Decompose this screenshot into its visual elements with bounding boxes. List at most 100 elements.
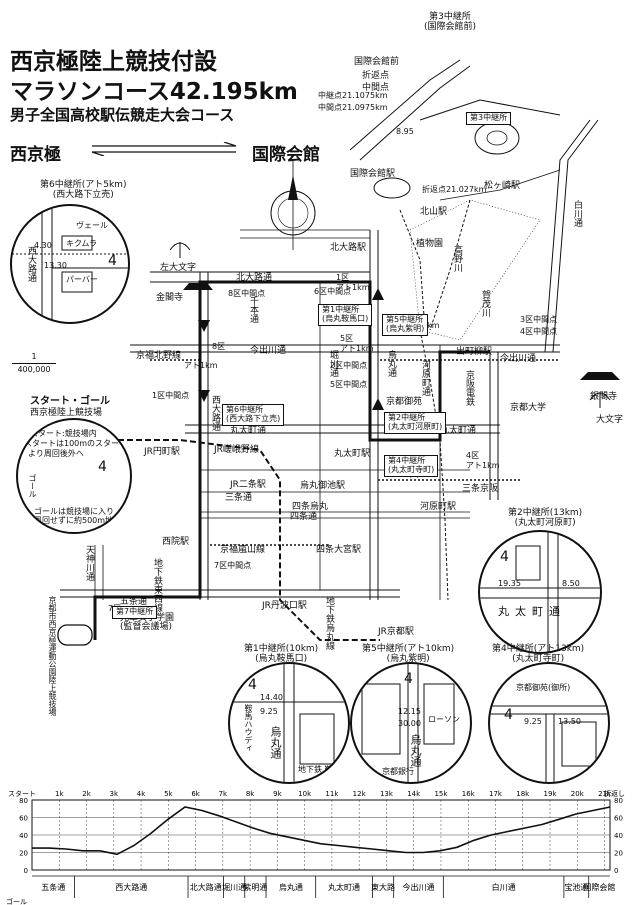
profile-start-label: スタート (8, 789, 36, 798)
profile-km-label: 5k (164, 790, 173, 798)
profile-km-label: 14k (407, 790, 421, 798)
profile-segment-label: 白川通 (492, 882, 516, 892)
relay3-sub: (国際会館前) (424, 22, 477, 33)
c6-detail: 4 4.30 13.30 西大路通 キクムラ パーバー ヴェール (10, 204, 130, 324)
c5-shop: ローソン (428, 715, 460, 724)
c1-title: 第1中継所(10km)(烏丸鞍馬口) (244, 644, 319, 665)
profile-km-label: 15k (434, 790, 448, 798)
label-daimonji: 大文字 (596, 415, 624, 425)
label-shirakawa: 白川通 (572, 200, 582, 227)
mid-dist: 中間点21.0975km (318, 103, 388, 112)
label-imadegawa: 今出川通 (250, 346, 287, 356)
c1-bldg: 鞍馬ハウディ (244, 704, 253, 752)
marker-k8: 8区中間点 (228, 289, 266, 298)
marker-k4-2: 4区 (466, 451, 480, 460)
profile-km-label: 2k (82, 790, 91, 798)
label-saiin: 西院駅 (162, 537, 190, 547)
label-matsugasaki: 松ヶ崎駅 (484, 181, 521, 191)
c4-title: 第4中継所(アト13km)(丸太町寺町) (492, 644, 585, 665)
profile-km-label: 9k (273, 790, 282, 798)
profile-km-label: 7k (219, 790, 228, 798)
profile-km-label: 4k (137, 790, 146, 798)
c6-time1: 4.30 (34, 241, 52, 250)
scale-denominator: 400,000 (17, 364, 51, 374)
label-kitaoji: 北大路通 (236, 273, 273, 283)
c2-title: 第2中継所(13km)(丸太町河原町) (508, 508, 583, 529)
kaikan-label: 国際会館前 (354, 57, 400, 67)
label-tenjingawa: 天神川通 (84, 545, 94, 581)
profile-km-label: 17k (489, 790, 503, 798)
profile-ytick-left: 40 (19, 832, 28, 840)
profile-km-label: 13k (380, 790, 394, 798)
turn-dist: 折返点21.027km (422, 185, 487, 194)
profile-goal-label: ゴール (6, 897, 27, 905)
start-sub: 西京極陸上競技場 (30, 408, 103, 418)
dist-895: 8.95 (396, 127, 414, 136)
c1-north: 4 (248, 677, 257, 693)
start-goal-note: ゴールは競技場に入り (34, 507, 114, 516)
c4-time1: 9.25 (524, 717, 542, 726)
label-demachi: 出町柳駅 (456, 347, 493, 357)
marker-ato1c: アト1km (340, 344, 374, 353)
start-title: スタート・ゴール (30, 396, 110, 407)
direction-arrows (91, 142, 237, 156)
marker-k7: 7区中間点 (214, 561, 252, 570)
c5-time1: 12.15 (398, 707, 421, 716)
c5-time2: 30.00 (398, 719, 421, 728)
marker-ato1: アト1km (184, 361, 218, 370)
c5-road: 烏丸通 (409, 734, 422, 767)
c4-top: 京都御苑(御所) (516, 683, 571, 692)
c1-detail: 4 14.40 9.25 烏丸通 地下鉄 鞍馬口駅 鞍馬ハウディ (228, 662, 350, 784)
profile-km-label: 19k (544, 790, 558, 798)
title-line-3: 男子全国高校駅伝競走大会コース (10, 106, 235, 124)
profile-ytick-left: 80 (19, 797, 28, 805)
c4-detail: 京都御苑(御所) 4 9.25 13.50 (488, 662, 610, 784)
label-gojo: 五条通 (120, 597, 148, 607)
marker-k2: 2区中間点 (330, 361, 368, 370)
c2-time1: 19.35 (498, 579, 521, 588)
c2-detail: 4 19.35 8.50 丸太町通 (478, 530, 602, 654)
turn-label: 折返点 (362, 71, 390, 81)
label-omiya: 四条大宮駅 (316, 545, 362, 555)
title-line-1: 西京極陸上競技付設 (10, 49, 217, 75)
profile-km-label: 10k (298, 790, 312, 798)
profile-segment-label: 今出川通 (403, 882, 435, 892)
label-jr-kyoto: JR京都駅 (378, 627, 414, 637)
label-marutamachi-st: 丸太町駅 (334, 449, 371, 459)
map-scale: 1 400,000 (12, 352, 56, 374)
title-line-2: マラソンコース42.195km (10, 79, 298, 105)
label-subway: 地下鉄東西線 (152, 558, 162, 612)
c6-shop: キクムラ (66, 239, 97, 248)
c2-time2: 8.50 (562, 579, 580, 588)
c4-time2: 13.50 (558, 717, 581, 726)
c1-road: 烏丸通 (269, 726, 282, 759)
profile-km-label: 11k (325, 790, 339, 798)
marker-k3: 3区中間点 (520, 315, 558, 324)
profile-ytick-left: 20 (19, 850, 28, 858)
label-kawaramachi-st: 河原町駅 (420, 502, 457, 512)
c1-time1: 14.40 (260, 693, 283, 702)
label-kyoto-univ: 京都大学 (510, 403, 547, 413)
label-kinkakuji: 金閣寺 (156, 293, 184, 303)
label-ginkakuji: 銀閣寺 (590, 392, 618, 402)
start-north: 4 (98, 459, 107, 475)
marker-k4: 4区中間点 (520, 327, 558, 336)
profile-ytick-left: 60 (19, 815, 28, 823)
label-nishikyogoku: 京都市西京極運動公園陸上競技場 (48, 596, 57, 716)
profile-turn-label: 折返し (604, 789, 625, 798)
relay2-box: 第2中継所(丸太町河原町) (384, 412, 447, 434)
label-shijo-karasuma: 四条烏丸 (292, 502, 329, 512)
label-jr-tambaguchi: JR丹波口駅 (262, 601, 307, 611)
label-gosho: 京都御苑 (386, 397, 423, 407)
start-goal-label: ゴール (28, 474, 37, 498)
profile-km-label: 8k (246, 790, 255, 798)
profile-segment-label: 烏丸通 (279, 882, 303, 892)
label-senbon: 千本通 (248, 296, 258, 323)
label-keifuku: 京福嵐山線 (220, 545, 266, 555)
label-sanjo: 三条通 (225, 493, 253, 503)
relay7-box: 第7中継所 (112, 606, 158, 619)
label-jr-saga: JR嵯峨野線 (214, 445, 259, 455)
label-kawaramachi: 河原町通 (420, 360, 430, 396)
